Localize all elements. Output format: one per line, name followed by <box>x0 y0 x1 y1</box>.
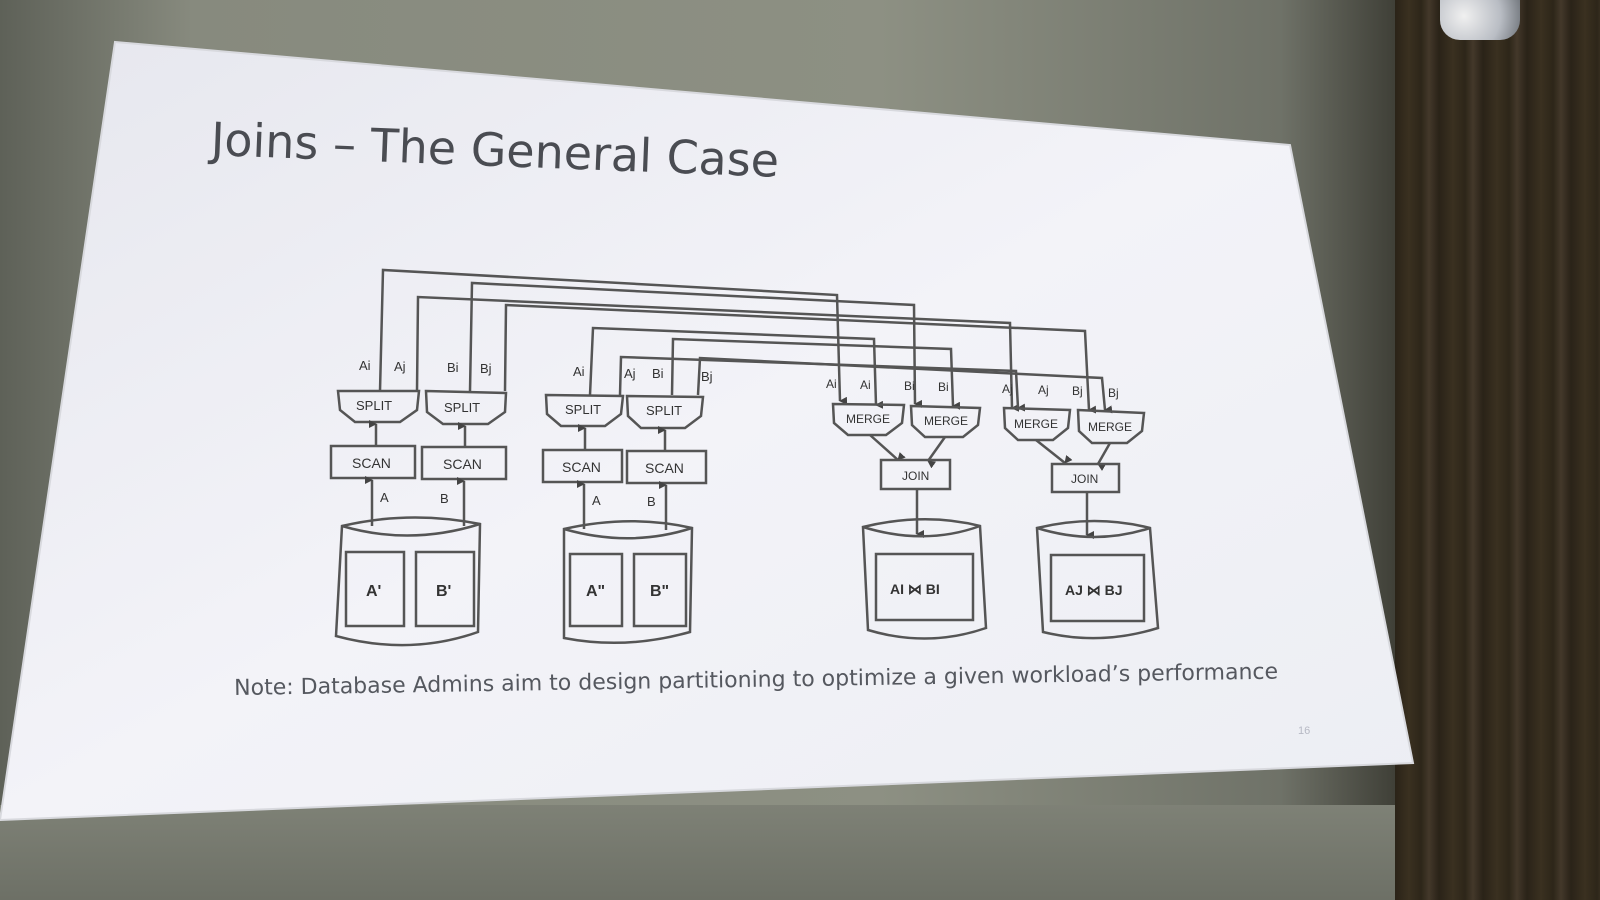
site1-split-left-label: SPLIT <box>356 398 392 413</box>
site2-partition-left: A" <box>586 583 605 600</box>
site3-join-label: JOIN <box>902 469 929 483</box>
site1-split-right-out-1: Bi <box>447 360 459 375</box>
site2-split-left-label: SPLIT <box>565 402 601 417</box>
site2-partition-right: B" <box>650 583 669 600</box>
site3-merge-right-label: MERGE <box>924 414 968 428</box>
site2-scan-left-input: A <box>592 493 601 508</box>
site-3 <box>831 402 988 640</box>
site1-split-right-label: SPLIT <box>444 400 480 415</box>
site1-scan-left-label: SCAN <box>352 455 391 471</box>
room-floor <box>0 805 1600 900</box>
site4-merge-left-in-1: Aj <box>1002 382 1013 396</box>
curtain <box>1395 0 1600 900</box>
site-1 <box>329 389 508 647</box>
site1-partition-left: A' <box>366 583 381 600</box>
site4-merge-right-label: MERGE <box>1088 420 1132 434</box>
site1-scan-right-input: B <box>440 491 449 506</box>
site2-scan-right-label: SCAN <box>645 460 684 476</box>
site2-scan-right-input: B <box>647 494 656 509</box>
site4-merge-right-in-2: Bj <box>1108 386 1119 400</box>
site2-scan-left-label: SCAN <box>562 459 601 475</box>
site4-join-label: JOIN <box>1071 472 1098 486</box>
site1-partition-right: B' <box>436 583 451 600</box>
site3-merge-right-in-2: Bi <box>938 380 949 394</box>
site4-join-result: AJ ⋈ BJ <box>1065 582 1123 598</box>
site2-split-right-out-2: Bj <box>701 369 713 384</box>
site4-merge-left-in-2: Aj <box>1038 383 1049 397</box>
site-4 <box>1002 406 1160 640</box>
site3-merge-left-in-2: Ai <box>860 378 871 392</box>
site2-split-right-out-1: Bi <box>652 366 664 381</box>
site3-merge-left-label: MERGE <box>846 412 890 426</box>
site1-split-left-out-1: Ai <box>359 358 371 373</box>
site1-split-left-out-2: Aj <box>394 359 406 374</box>
site1-scan-right-label: SCAN <box>443 456 482 472</box>
site3-merge-left-in-1: Ai <box>826 377 837 391</box>
site4-merge-right-in-1: Bj <box>1072 384 1083 398</box>
site3-join-result: AI ⋈ BI <box>890 581 940 597</box>
routing-lines <box>378 268 1113 414</box>
site2-split-left-out-2: Aj <box>624 366 636 381</box>
page-number: 16 <box>1298 725 1311 737</box>
site1-split-right-out-2: Bj <box>480 361 492 376</box>
site2-split-right-label: SPLIT <box>646 403 682 418</box>
site2-split-left-out-1: Ai <box>573 364 585 379</box>
site1-scan-left-input: A <box>380 490 389 505</box>
site3-merge-right-in-1: Bi <box>904 379 915 393</box>
site4-merge-left-label: MERGE <box>1014 417 1058 431</box>
site-2 <box>541 393 708 645</box>
projector-icon <box>1440 0 1520 40</box>
